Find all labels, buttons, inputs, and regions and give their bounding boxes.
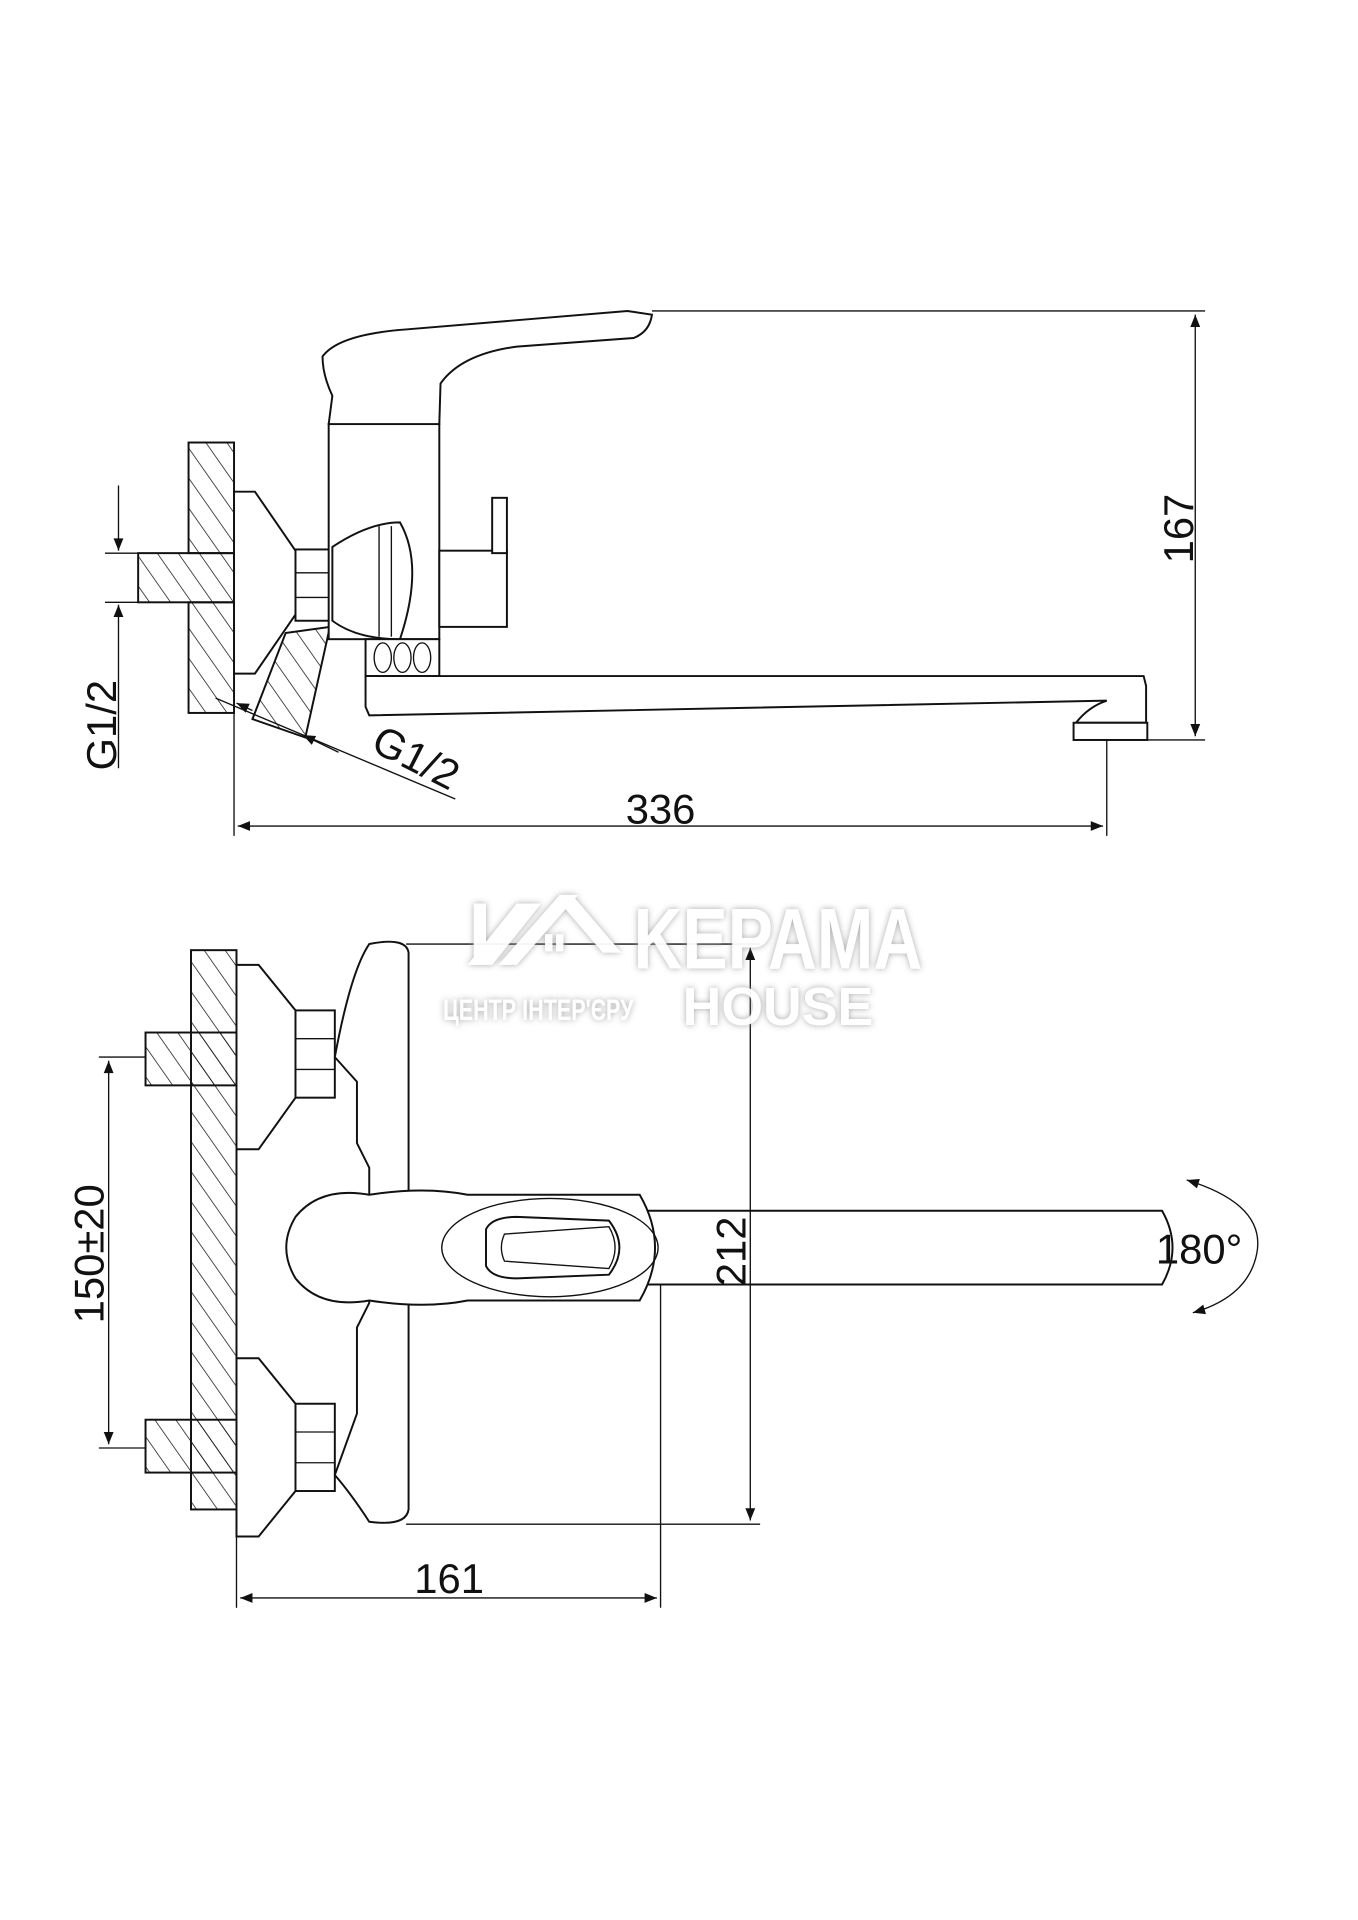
spout	[364, 675, 1148, 724]
inlet-pipe-bottom	[144, 1418, 238, 1474]
wall-section-bottom	[187, 601, 236, 714]
watermark-tagline: ЦЕНТР ІНТЕР'ЄРУ	[443, 994, 634, 1027]
centers-dimension: 150±20	[66, 1184, 113, 1323]
escutcheon-bottom	[235, 1357, 297, 1538]
swivel-angle: 180°	[1156, 1226, 1242, 1273]
side-view: 167 336 G1/2 G1/2	[78, 309, 1206, 836]
handle-slot	[485, 1215, 621, 1280]
kerama-house-watermark: KEPAMA HOUSE ЦЕНТР ІНТЕР'ЄРУ	[443, 892, 922, 1038]
height-dimension: 167	[1155, 494, 1202, 564]
swivel-rings	[364, 638, 441, 678]
rotation-arc	[1186, 1178, 1259, 1315]
diverter-knob	[491, 496, 508, 555]
union-knob	[331, 521, 414, 641]
thread-leader-line	[215, 697, 456, 800]
inlet-pipe	[137, 552, 236, 604]
inlet-pipe-top	[144, 1031, 238, 1087]
diverter-housing	[438, 549, 508, 628]
watermark-brand-sub: HOUSE	[683, 977, 874, 1037]
escutcheon-top	[235, 963, 297, 1151]
nut-bottom	[294, 1402, 336, 1492]
length-dimension: 336	[626, 786, 696, 833]
aerator	[1072, 721, 1149, 741]
watermark-brand: KEPAMA	[634, 892, 923, 988]
front-height-dimension: 212	[707, 1216, 754, 1286]
inlet-thread-label: G1/2	[78, 680, 125, 771]
lever-handle	[321, 309, 654, 426]
outlet-thread-label: G1/2	[365, 716, 467, 799]
house-logo-icon	[467, 894, 622, 965]
nut-top	[294, 1009, 336, 1099]
depth-dimension: 161	[414, 1555, 484, 1602]
handle-oval	[441, 1197, 659, 1298]
nut	[294, 548, 331, 622]
front-view: 212 150±20 161 180°	[66, 940, 1259, 1608]
wall-section-top	[187, 441, 236, 555]
